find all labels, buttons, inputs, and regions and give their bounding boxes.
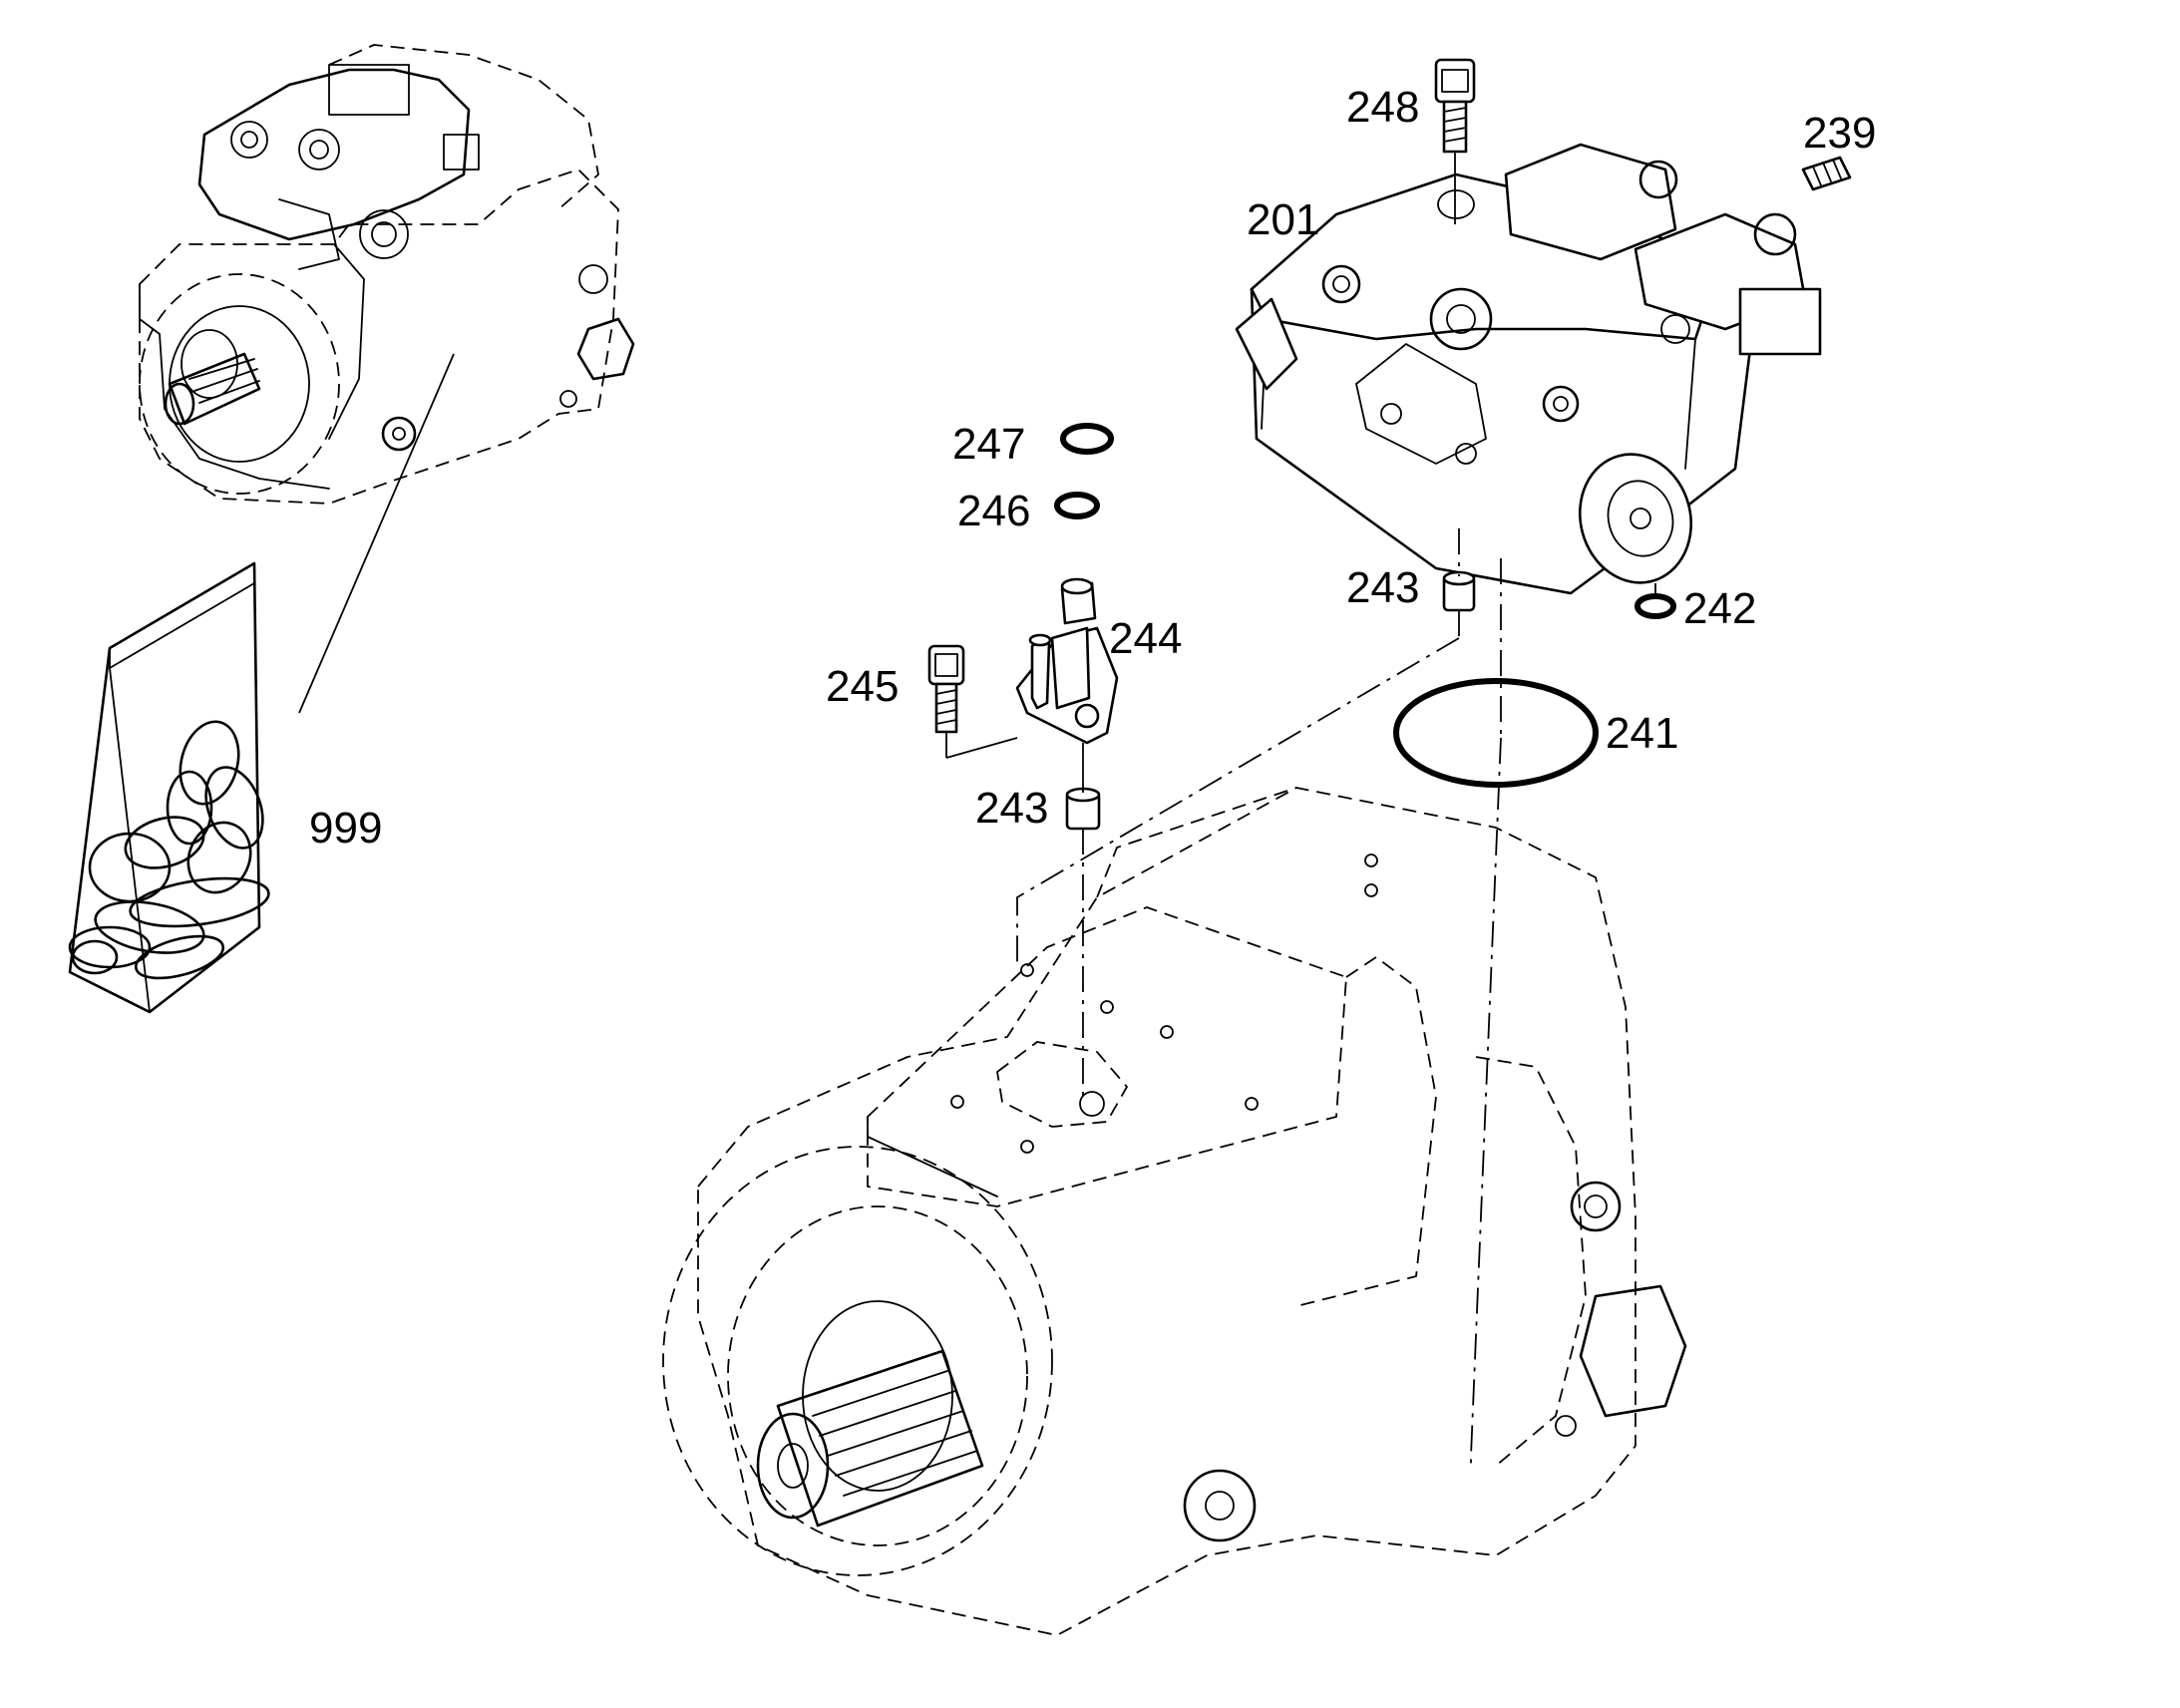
callout-242: 242 xyxy=(1683,584,1756,633)
part-243-lower-sleeve xyxy=(1065,787,1101,831)
callout-201: 201 xyxy=(1247,195,1319,244)
part-248-screw xyxy=(1434,58,1476,154)
callout-248: 248 xyxy=(1346,83,1419,132)
part-243-upper-sleeve xyxy=(1442,570,1476,612)
part-247-snap-ring xyxy=(1060,423,1114,455)
seal-kit-bag xyxy=(68,561,270,1014)
callout-245: 245 xyxy=(826,662,899,711)
callout-244: 244 xyxy=(1109,614,1182,663)
leader-999 xyxy=(298,353,455,714)
callout-labels: 248 239 201 247 246 243 242 244 245 241 … xyxy=(309,83,1876,853)
callout-246: 246 xyxy=(957,487,1030,535)
callout-243-lower: 243 xyxy=(975,784,1048,833)
part-245-screw xyxy=(927,644,965,734)
callout-241: 241 xyxy=(1606,709,1678,758)
assembly-lines xyxy=(945,152,1656,1471)
part-242-o-ring xyxy=(1635,593,1676,619)
callout-243-upper: 243 xyxy=(1346,563,1419,612)
control-valve-block xyxy=(1235,143,1822,595)
part-244-piston xyxy=(1015,577,1119,745)
callout-999: 999 xyxy=(309,804,382,853)
reference-pump-thumbnail xyxy=(139,44,635,505)
part-241-large-o-ring xyxy=(1393,678,1599,788)
part-246-o-ring xyxy=(1054,492,1100,519)
callout-239: 239 xyxy=(1803,109,1876,158)
callout-247: 247 xyxy=(952,420,1025,469)
part-239-plug xyxy=(1801,156,1852,191)
main-pump-housing xyxy=(662,787,1687,1636)
